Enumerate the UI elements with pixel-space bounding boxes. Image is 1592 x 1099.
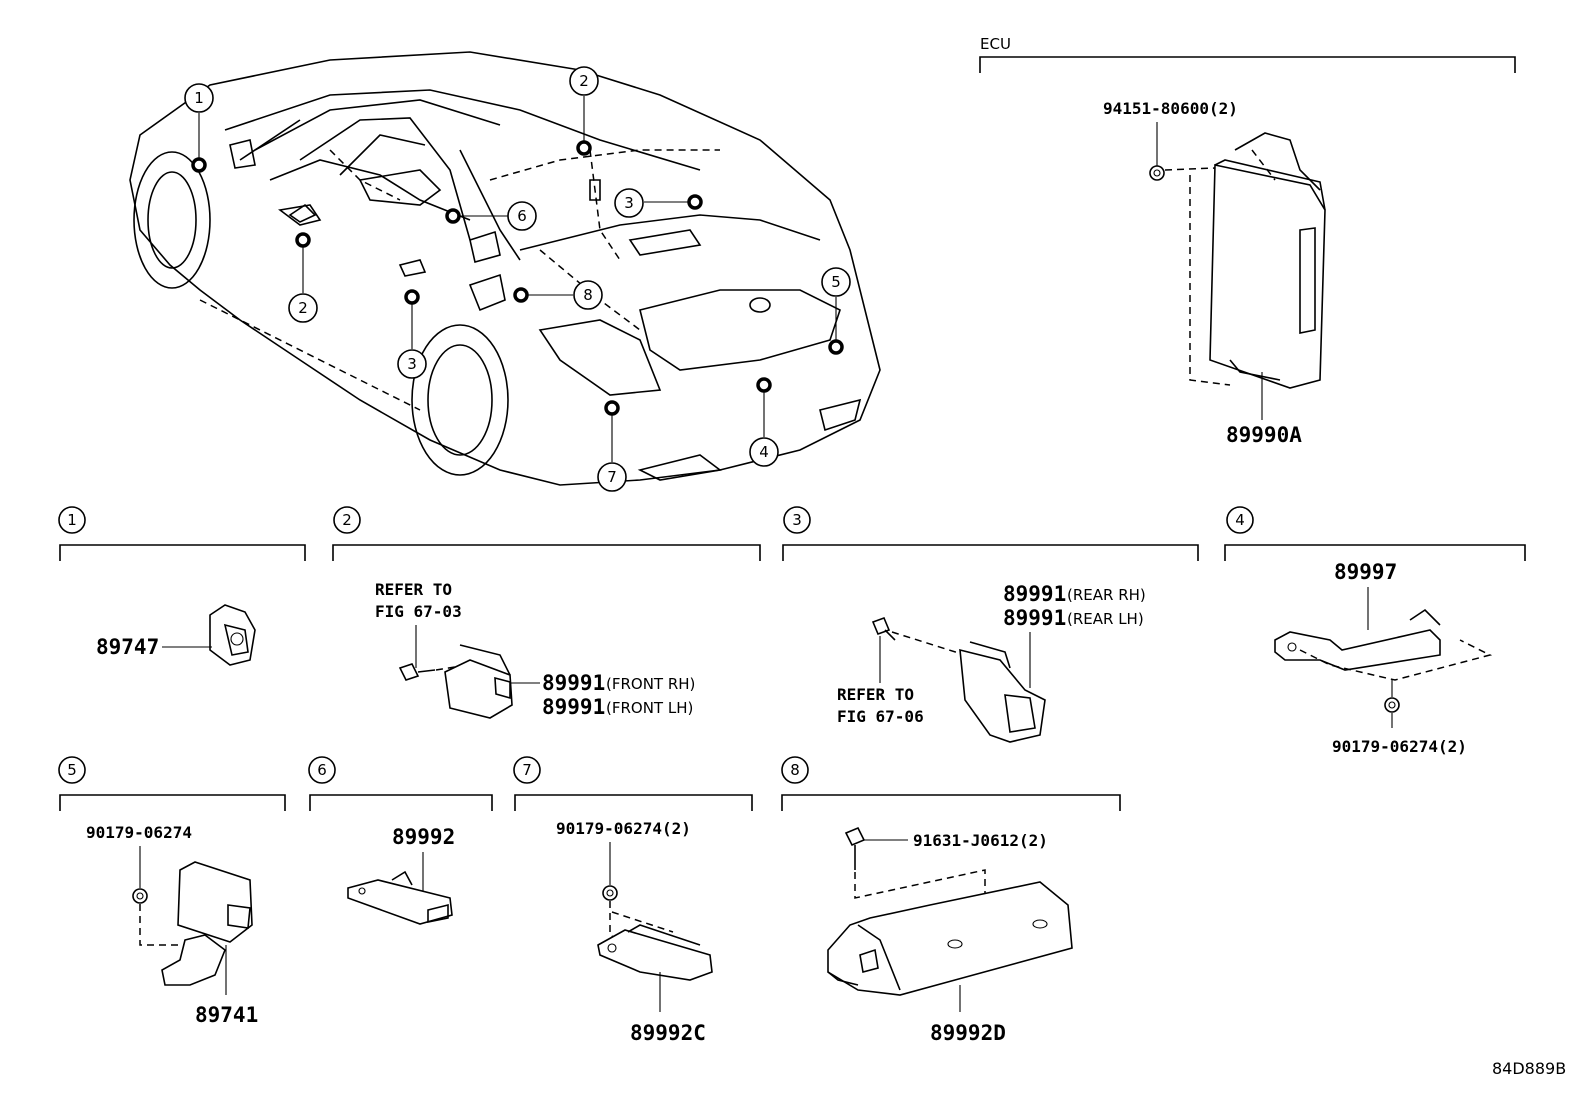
svg-text:8: 8 <box>790 761 800 779</box>
nut-icon <box>1384 697 1400 713</box>
car-illustration <box>129 51 881 486</box>
sensor-89741-icon <box>161 861 253 986</box>
part-note: (FRONT LH) <box>606 699 693 717</box>
ecu-header: ECU <box>980 35 1011 53</box>
sensor-89747-icon <box>209 604 256 666</box>
fastener-label: 91631-J0612(2) <box>913 831 1048 850</box>
svg-text:3: 3 <box>792 511 802 529</box>
car-callouts: 1 2 2 3 3 4 5 6 7 8 <box>184 66 851 492</box>
callout-number: 8 <box>583 286 593 304</box>
part-note: (REAR RH) <box>1067 586 1146 604</box>
antenna-89997-icon <box>1274 608 1441 671</box>
refer-label: REFER TO <box>375 580 452 599</box>
section-2: 2 REFER TO FIG 67-03 89991 (FRONT RH) 89… <box>332 506 761 719</box>
figure-code: 84D889B <box>1492 1059 1566 1078</box>
ecu-section: ECU 94151-80600(2) 89990A <box>979 35 1516 447</box>
sensor-89991-front-icon <box>444 644 513 719</box>
ecu-fastener-label: 94151-80600(2) <box>1103 99 1238 118</box>
part-number: 89997 <box>1334 560 1397 584</box>
refer-label: FIG 67-03 <box>375 602 462 621</box>
callout-number: 3 <box>407 355 417 373</box>
callout-number: 7 <box>607 468 617 486</box>
bolt-icon <box>844 826 866 870</box>
svg-text:2: 2 <box>342 511 352 529</box>
fastener-label: 90179-06274(2) <box>556 819 691 838</box>
section-1: 1 89747 <box>58 506 306 666</box>
callout-number: 4 <box>759 443 769 461</box>
ecu-part-number: 89990A <box>1226 423 1302 447</box>
part-number: 89747 <box>96 635 159 659</box>
fastener-label: 90179-06274(2) <box>1332 737 1467 756</box>
section-7: 7 90179-06274(2) 89992C <box>513 756 753 1045</box>
part-note: (FRONT RH) <box>606 675 695 693</box>
svg-text:5: 5 <box>67 761 77 779</box>
section-4: 4 89997 90179-06274(2) <box>1224 506 1526 756</box>
callout-number: 5 <box>831 273 841 291</box>
section-5: 5 90179-06274 89741 <box>58 756 286 1027</box>
part-note: (REAR LH) <box>1067 610 1144 628</box>
nut-icon <box>602 885 618 901</box>
part-number: 89992 <box>392 825 455 849</box>
part-number: 89992C <box>630 1021 706 1045</box>
part-number: 89991 <box>542 695 605 719</box>
callout-number: 6 <box>517 207 527 225</box>
svg-text:4: 4 <box>1235 511 1245 529</box>
section-3: 3 89991 (REAR RH) 89991 (REAR LH) REFER … <box>782 506 1199 743</box>
nut-icon <box>1149 165 1165 181</box>
bolt-icon <box>398 663 436 681</box>
svg-text:7: 7 <box>522 761 532 779</box>
svg-text:6: 6 <box>317 761 327 779</box>
refer-label: FIG 67-06 <box>837 707 924 726</box>
ecu-89992d-icon <box>827 881 1073 996</box>
callout-number: 2 <box>579 72 589 90</box>
section-6: 6 89992 <box>308 756 493 925</box>
callout-number: 2 <box>298 299 308 317</box>
svg-text:1: 1 <box>67 511 77 529</box>
nut-icon <box>132 888 148 904</box>
part-number: 89991 <box>1003 606 1066 630</box>
antenna-89992c-icon <box>597 924 713 981</box>
part-number: 89991 <box>542 671 605 695</box>
sensor-89991-rear-icon <box>959 641 1046 743</box>
car-sensor-markers <box>191 96 844 462</box>
section-8: 8 91631-J0612(2) 89992D <box>781 756 1121 1045</box>
callout-number: 1 <box>194 89 204 107</box>
part-number: 89741 <box>195 1003 258 1027</box>
part-number: 89992D <box>930 1021 1006 1045</box>
part-number: 89991 <box>1003 582 1066 606</box>
refer-label: REFER TO <box>837 685 914 704</box>
antenna-89992-icon <box>347 870 453 925</box>
bolt-icon <box>871 616 896 641</box>
callout-number: 3 <box>624 194 634 212</box>
fastener-label: 90179-06274 <box>86 823 192 842</box>
